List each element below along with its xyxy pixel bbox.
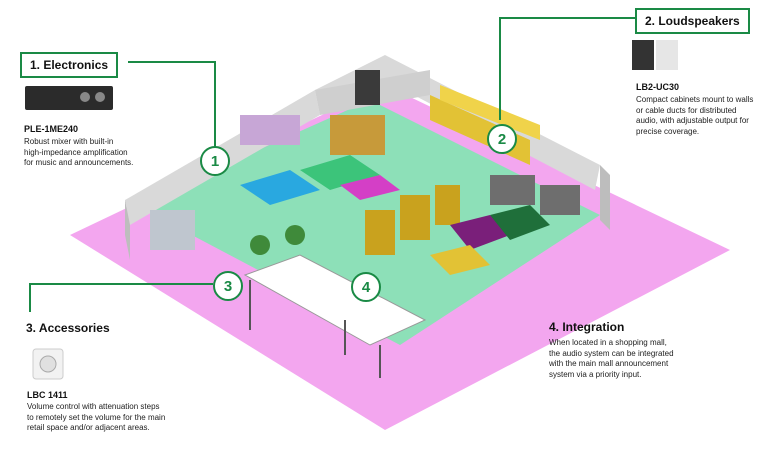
wall-back: [315, 55, 600, 190]
leader-2: [499, 17, 635, 120]
mixer-amplifier-icon: [25, 86, 113, 110]
section-accessories-model: LBC 1411: [27, 390, 68, 400]
callout-1: 1: [200, 146, 230, 176]
checkout-counter: [243, 254, 427, 346]
section-loudspeakers-model: LB2-UC30: [636, 82, 680, 92]
section-electronics-title: 1. Electronics: [20, 52, 119, 78]
callout-4: 4: [351, 272, 381, 302]
leader-1: [128, 61, 216, 148]
section-integration-title: 4. Integration: [549, 320, 625, 334]
section-electronics-model: PLE-1ME240: [24, 124, 79, 134]
callout-3: 3: [213, 271, 243, 301]
section-loudspeakers-title: 2. Loudspeakers: [635, 8, 750, 34]
loudspeaker-cabinet-icon: [632, 40, 678, 70]
section-accessories-title: 3. Accessories: [26, 321, 110, 335]
section-loudspeakers-description: Compact cabinets mount to walls or cable…: [636, 95, 754, 136]
section-accessories-description: Volume control with attenuation steps to…: [27, 402, 166, 432]
callout-2: 2: [487, 124, 517, 154]
section-electronics-description: Robust mixer with built-in high-impedanc…: [24, 137, 134, 167]
volume-control-icon: [33, 349, 63, 379]
wall-right: [600, 165, 610, 230]
section-integration-description: When located in a shopping mall, the aud…: [549, 338, 674, 379]
leader-3: [29, 283, 213, 312]
